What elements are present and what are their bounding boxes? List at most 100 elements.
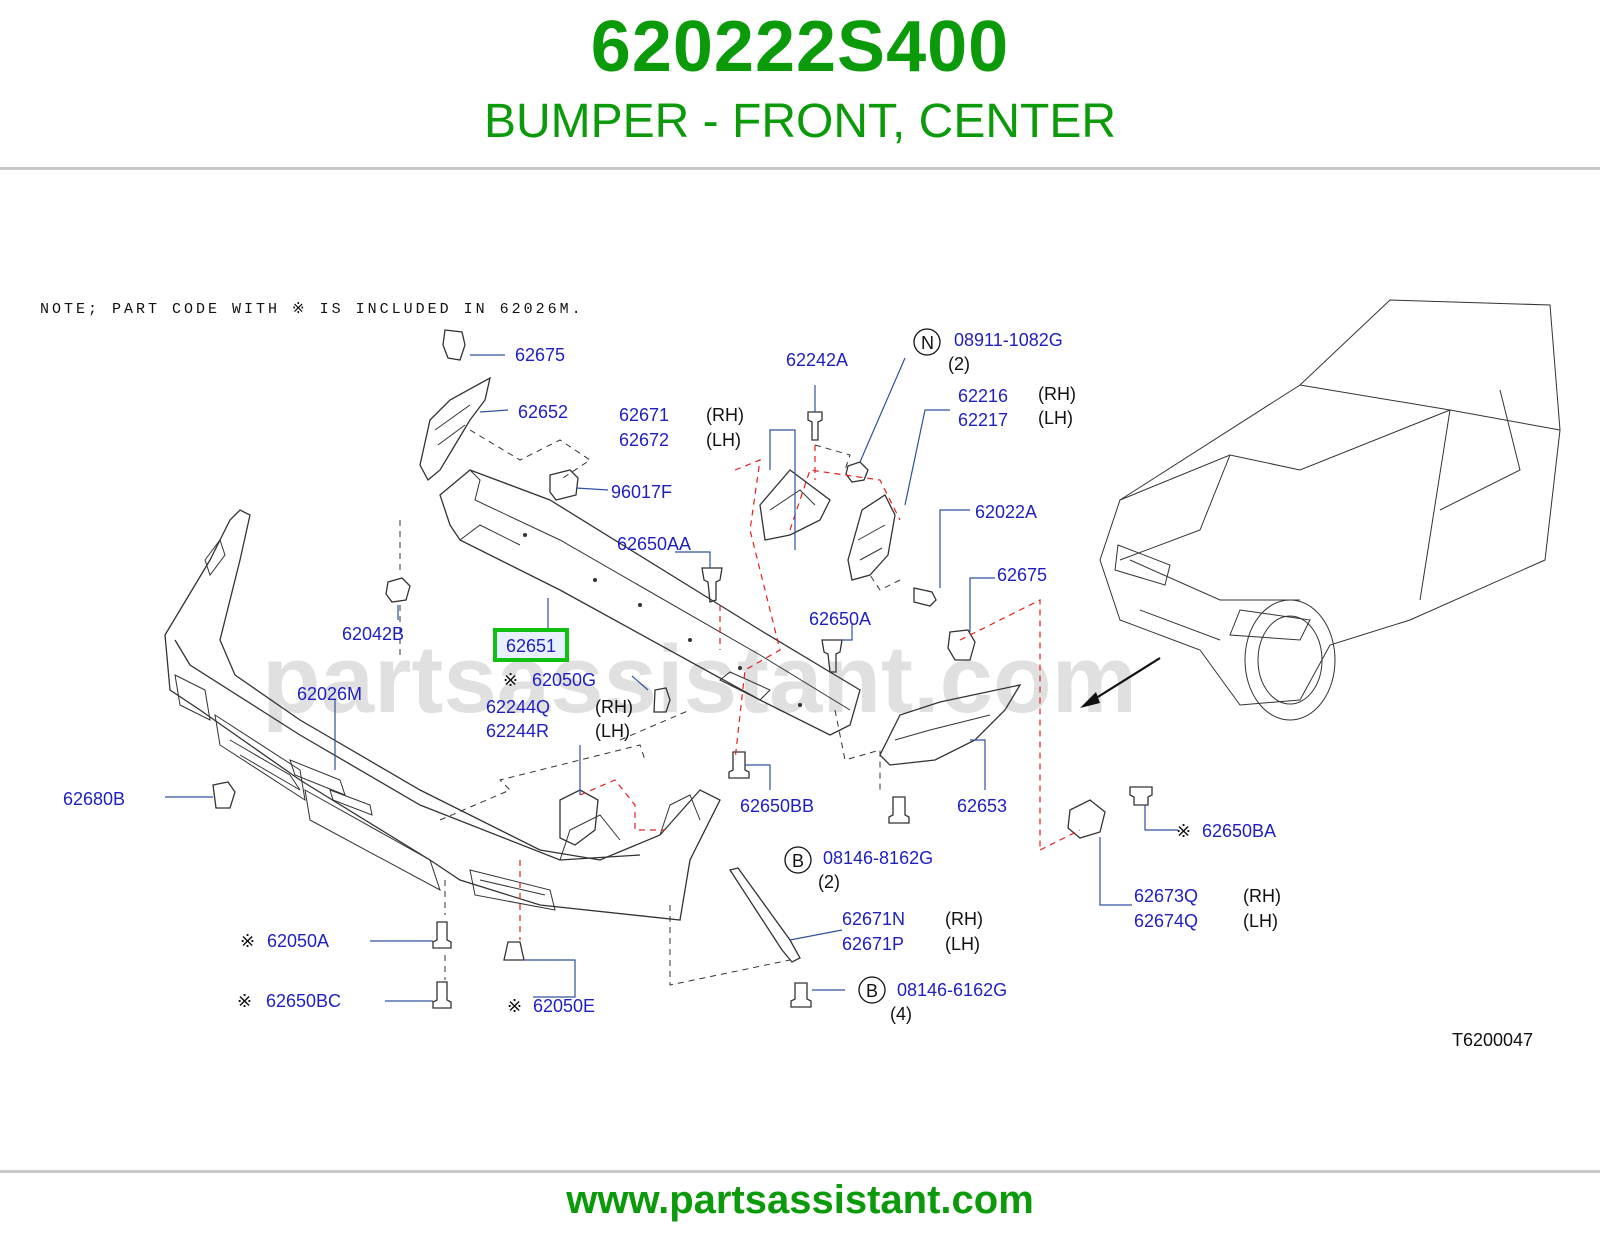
part-label-62217[interactable]: 62217 — [958, 410, 1008, 430]
assembly-line — [814, 444, 851, 471]
included-mark-icon: ※ — [507, 996, 522, 1016]
bumper-reinforcement-drawing — [439, 469, 861, 736]
part-label-62672[interactable]: 62672 — [619, 430, 669, 450]
part-label-62671[interactable]: 62671 — [619, 405, 669, 425]
circle-mark-b-text: B — [866, 981, 878, 1001]
part-label-62650bb[interactable]: 62650BB — [740, 796, 814, 816]
included-mark-icon: ※ — [1176, 821, 1191, 841]
part-label-62050g[interactable]: 62050G — [532, 670, 596, 690]
side-lh: (LH) — [595, 721, 630, 741]
side-lh: (LH) — [1243, 911, 1278, 931]
stay-62671n-drawing — [728, 867, 801, 963]
bolt-08146-8162g-drawing — [888, 796, 910, 824]
quantity-label: (2) — [948, 354, 970, 374]
assembly-line-red — [734, 459, 781, 761]
circle-mark-b — [784, 846, 812, 874]
assembly-line-red — [579, 779, 665, 831]
quantity-label: (4) — [890, 1004, 912, 1024]
bracket-62675-right-drawing — [947, 629, 976, 661]
part-label-62650bc[interactable]: 62650BC — [266, 991, 341, 1011]
bolt-08146-6162g-drawing — [790, 982, 812, 1008]
circle-mark-b — [858, 976, 886, 1004]
part-label-62675[interactable]: 62675 — [515, 345, 565, 365]
part-label-62244r[interactable]: 62244R — [486, 721, 549, 741]
drawing-code: T6200047 — [1452, 1030, 1533, 1050]
side-lh: (LH) — [945, 934, 980, 954]
included-mark-icon: ※ — [503, 670, 518, 690]
left-bracket-drawing — [419, 329, 491, 482]
footer-divider — [0, 1170, 1600, 1173]
circle-mark-n — [913, 328, 941, 356]
part-label-62680b[interactable]: 62680B — [63, 789, 125, 809]
assembly-line — [439, 744, 646, 821]
part-label-62674q[interactable]: 62674Q — [1134, 911, 1198, 931]
part-label-62671p[interactable]: 62671P — [842, 934, 904, 954]
part-label-62242a[interactable]: 62242A — [786, 350, 848, 370]
vehicle-illustration — [1099, 299, 1561, 721]
screw-62650aa-drawing — [701, 567, 723, 603]
side-rh: (RH) — [595, 697, 633, 717]
bracket-62244q-drawing — [559, 789, 599, 846]
screw-62650a-drawing — [821, 639, 843, 673]
side-rh: (RH) — [945, 909, 983, 929]
part-label-62244q[interactable]: 62244Q — [486, 697, 550, 717]
part-label-62671n[interactable]: 62671N — [842, 909, 905, 929]
part-label-62050e[interactable]: 62050E — [533, 996, 595, 1016]
part-label-62050a[interactable]: 62050A — [267, 931, 329, 951]
side-rh: (RH) — [706, 405, 744, 425]
part-label-62673q[interactable]: 62673Q — [1134, 886, 1198, 906]
assembly-line-red — [1039, 829, 1081, 851]
highlight-box — [493, 628, 569, 662]
circle-mark-b-text: B — [792, 851, 804, 871]
clip-62050e-drawing — [503, 941, 525, 961]
bumper-end-62653-drawing — [879, 684, 1022, 766]
diagram-note: NOTE; PART CODE WITH ※ IS INCLUDED IN 62… — [40, 301, 584, 318]
bolt-62242a-drawing — [807, 411, 823, 441]
part-label-08911-1082g[interactable]: 08911-1082G — [954, 330, 1063, 350]
part-label-62650aa[interactable]: 62650AA — [617, 534, 691, 554]
included-mark-icon: ※ — [240, 931, 255, 951]
assembly-line — [834, 709, 881, 790]
nut-08911-drawing — [845, 461, 869, 483]
part-label-96017f[interactable]: 96017F — [611, 482, 672, 502]
bumper-face-drawing — [164, 509, 721, 921]
side-lh: (LH) — [1038, 408, 1073, 428]
circle-mark-n-text: N — [921, 333, 934, 353]
bolt-62650ba-drawing — [1129, 786, 1153, 806]
assembly-line — [669, 905, 791, 986]
part-label-08146-8162g[interactable]: 08146-8162G — [823, 848, 933, 868]
part-label-62675-right[interactable]: 62675 — [997, 565, 1047, 585]
bolt-62650bc-drawing — [432, 981, 452, 1009]
part-number-title: 620222S400 — [590, 7, 1010, 87]
header-divider — [0, 167, 1600, 170]
part-label-62022a[interactable]: 62022A — [975, 502, 1037, 522]
bracket-62216-drawing — [847, 494, 896, 581]
part-label-62653[interactable]: 62653 — [957, 796, 1007, 816]
assembly-line-red — [959, 599, 1041, 850]
footer-url[interactable]: www.partsassistant.com — [566, 1178, 1034, 1222]
side-rh: (RH) — [1038, 384, 1076, 404]
page-header: 620222S400 BUMPER - FRONT, CENTER — [0, 0, 1600, 170]
clip-62680b-drawing — [212, 781, 236, 809]
watermark: partsassistant.com — [262, 626, 1137, 733]
assembly-line — [469, 429, 591, 481]
part-label-62042b[interactable]: 62042B — [342, 624, 404, 644]
part-name-subtitle: BUMPER - FRONT, CENTER — [483, 95, 1116, 148]
arrow-head-icon — [1080, 692, 1100, 708]
nut-62042b-drawing — [385, 577, 411, 603]
part-label-62651[interactable]: 62651 — [506, 636, 556, 656]
part-label-62652[interactable]: 62652 — [518, 402, 568, 422]
side-rh: (RH) — [1243, 886, 1281, 906]
part-label-62026m[interactable]: 62026M — [297, 684, 362, 704]
assembly-line — [619, 709, 691, 741]
part-label-62650ba[interactable]: 62650BA — [1202, 821, 1276, 841]
leader-lines — [165, 354, 1178, 1002]
part-label-62650a[interactable]: 62650A — [809, 609, 871, 629]
part-label-62216[interactable]: 62216 — [958, 386, 1008, 406]
part-label-08146-6162g[interactable]: 08146-6162G — [897, 980, 1007, 1000]
side-lh: (LH) — [706, 430, 741, 450]
bolt-62022a-drawing — [913, 587, 937, 607]
clip-96017f-drawing — [549, 469, 579, 501]
assembly-line — [869, 574, 901, 591]
